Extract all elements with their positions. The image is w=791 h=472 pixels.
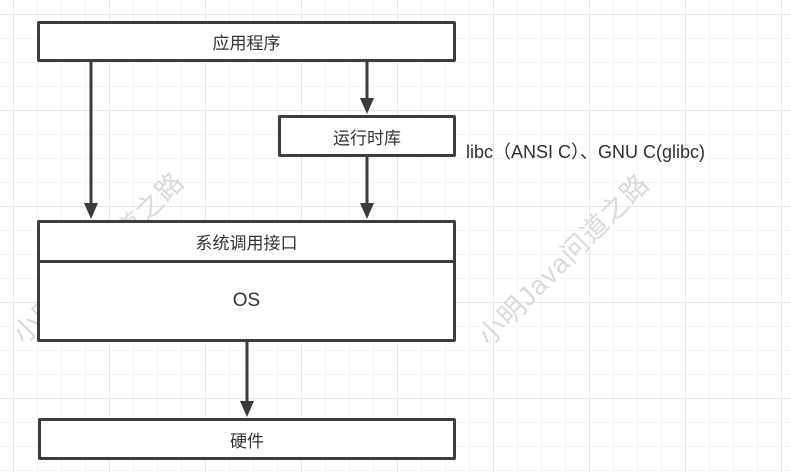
node-application: 应用程序 [37, 21, 456, 62]
node-os: OS [40, 263, 453, 339]
node-application-label: 应用程序 [212, 34, 281, 53]
arrow-app-to-runtime [360, 62, 374, 114]
node-os-label: OS [232, 290, 261, 311]
arrow-app-to-syscall [84, 62, 98, 219]
node-runtime-library: 运行时库 [278, 115, 456, 157]
node-runtime-library-label: 运行时库 [333, 128, 401, 148]
watermark-text: 小明Java问道之路 [472, 168, 656, 352]
node-syscall-interface: 系统调用接口 [40, 223, 453, 263]
node-hardware: 硬件 [38, 418, 456, 460]
arrow-os-to-hardware [240, 342, 254, 417]
node-os-container: 系统调用接口 OS [37, 220, 456, 342]
node-syscall-interface-label: 系统调用接口 [195, 234, 298, 253]
arrow-runtime-to-syscall [360, 157, 374, 219]
libc-annotation: libc（ANSI C）、GNU C(glibc) [466, 142, 706, 162]
node-hardware-label: 硬件 [230, 431, 264, 451]
